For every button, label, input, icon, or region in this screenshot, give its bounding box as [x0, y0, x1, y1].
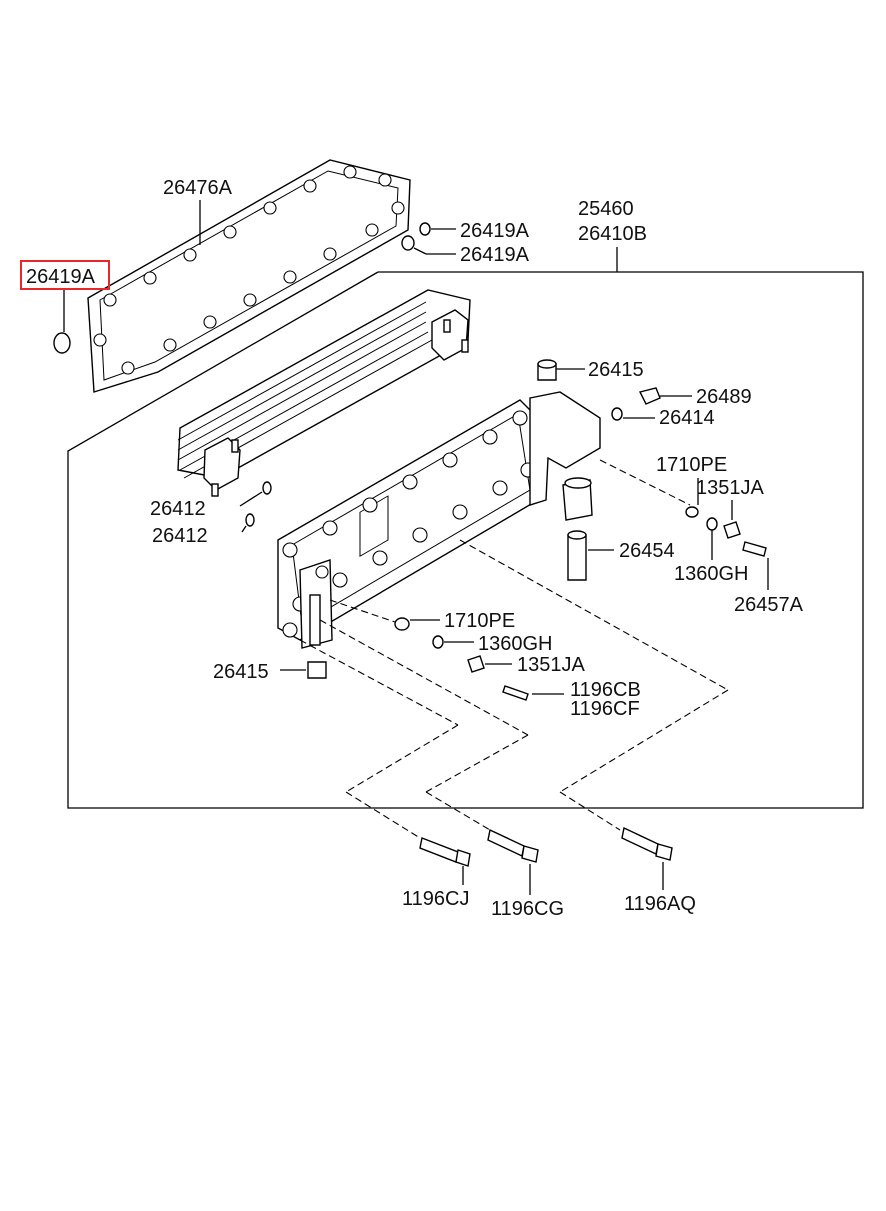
label-26419A-lower[interactable]: 26419A	[460, 244, 530, 266]
valve-26454[interactable]	[567, 530, 614, 581]
washer-1360GH-right[interactable]	[706, 517, 718, 560]
label-26457A[interactable]: 26457A	[734, 594, 804, 616]
label-1196AQ[interactable]: 1196AQ	[624, 893, 696, 915]
o-ring-26419A-highlighted[interactable]	[53, 290, 71, 354]
label-26454[interactable]: 26454	[619, 540, 675, 562]
label-1196CJ[interactable]: 1196CJ	[402, 888, 469, 910]
oil-cooler-element[interactable]	[177, 289, 471, 497]
nut-1351JA-right[interactable]	[723, 500, 741, 539]
label-1360GH-mid[interactable]: 1360GH	[478, 633, 553, 655]
label-1351JA-mid[interactable]: 1351JA	[517, 654, 585, 676]
label-26410B[interactable]: 26410B	[578, 223, 647, 245]
label-1710PE-right[interactable]: 1710PE	[656, 454, 727, 476]
label-1196CB[interactable]: 1196CB	[570, 679, 641, 701]
label-1351JA-right[interactable]: 1351JA	[696, 477, 764, 499]
assembly-frame	[67, 247, 864, 809]
label-26412-lower[interactable]: 26412	[152, 525, 208, 547]
gasket-26476A[interactable]	[87, 159, 411, 393]
bolt-1196AQ[interactable]	[621, 826, 673, 890]
washer-1360GH-mid[interactable]	[432, 635, 474, 649]
highlight-box	[20, 260, 110, 290]
label-26415-bottom[interactable]: 26415	[213, 661, 269, 683]
label-26489[interactable]: 26489	[696, 386, 752, 408]
o-ring-26419A-upper[interactable]	[419, 222, 456, 236]
label-1196CF[interactable]: 1196CF	[570, 698, 640, 720]
assembly-lead-lines	[299, 459, 729, 839]
bolt-26457A[interactable]	[742, 541, 769, 590]
label-26419A-highlighted[interactable]: 26419A	[26, 266, 96, 288]
washer-1710PE-right[interactable]	[685, 478, 699, 518]
drain-plug-26415-top[interactable]	[537, 359, 585, 381]
label-25460[interactable]: 25460	[578, 198, 634, 220]
label-26419A-upper[interactable]: 26419A	[460, 220, 530, 242]
bolt-26489[interactable]	[638, 387, 692, 405]
label-1710PE-mid[interactable]: 1710PE	[444, 610, 515, 632]
label-26412-upper[interactable]: 26412	[150, 498, 206, 520]
o-ring-26412-lower[interactable]	[241, 513, 255, 533]
bolt-1196CG[interactable]	[487, 828, 539, 895]
o-ring-26412-upper[interactable]	[239, 481, 272, 507]
label-26415-top[interactable]: 26415	[588, 359, 644, 381]
o-ring-26414[interactable]	[611, 407, 655, 421]
washer-1710PE-mid[interactable]	[394, 617, 440, 631]
oil-cooler-housing[interactable]	[277, 391, 601, 649]
label-1360GH-right[interactable]: 1360GH	[674, 563, 749, 585]
bolt-1196CJ[interactable]	[419, 837, 471, 885]
label-26414[interactable]: 26414	[659, 407, 715, 429]
label-1196CG[interactable]: 1196CG	[491, 898, 564, 920]
nut-1351JA-mid[interactable]	[467, 655, 512, 673]
label-26476A[interactable]: 26476A	[163, 177, 233, 199]
bolt-1196CB[interactable]	[502, 685, 564, 701]
drain-plug-26415-bottom[interactable]	[280, 661, 327, 679]
o-ring-26419A-lower[interactable]	[401, 235, 456, 255]
